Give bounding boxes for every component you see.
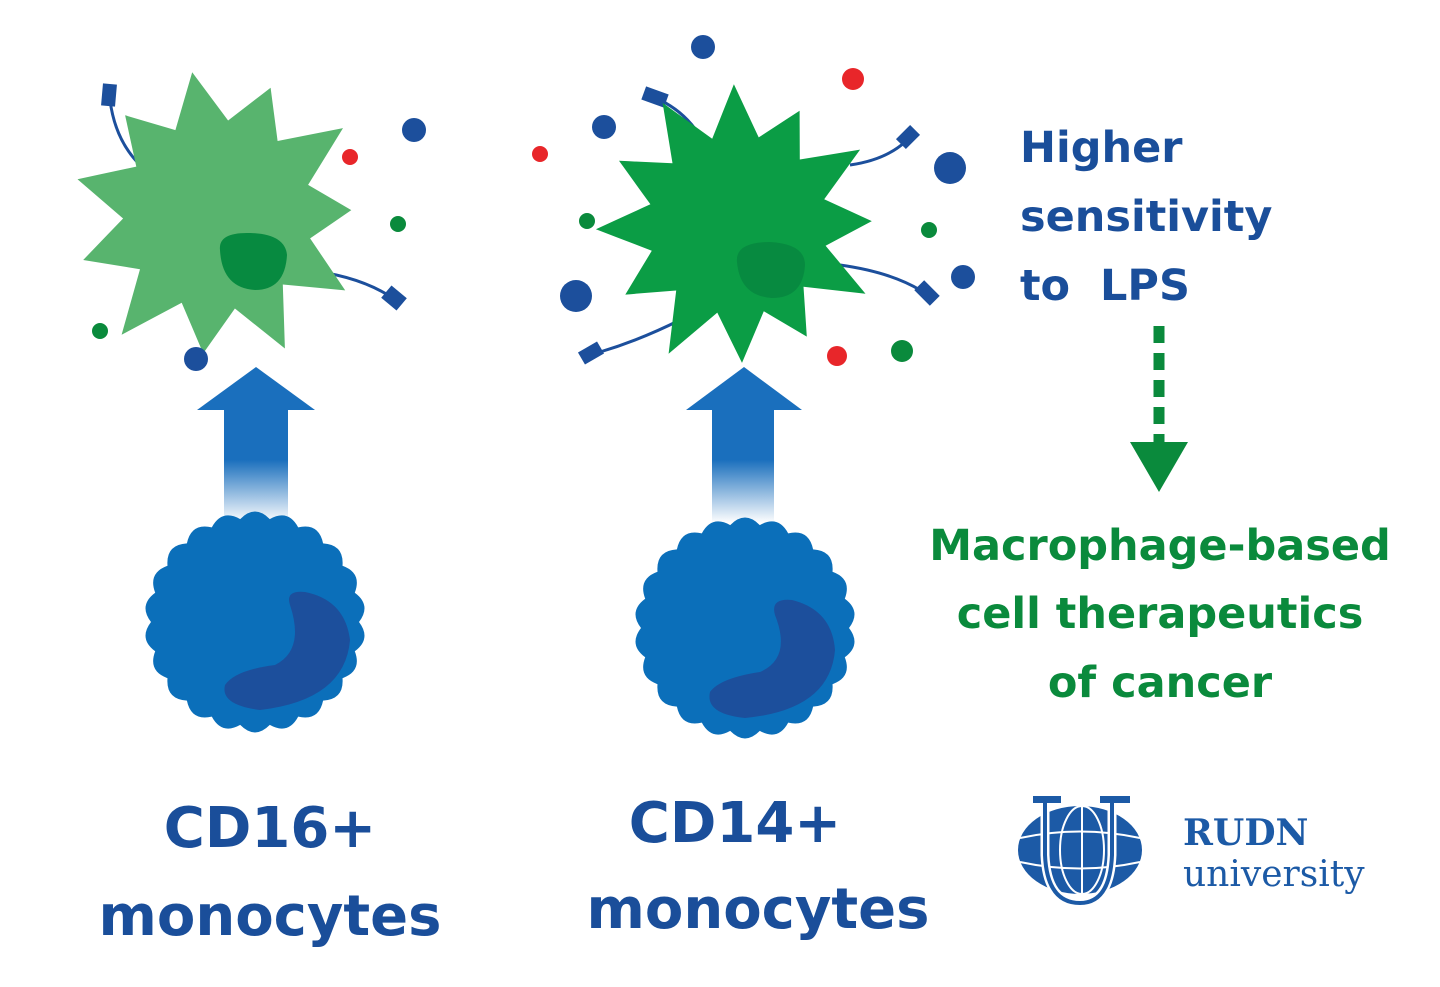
macrophage-cd16-derived xyxy=(77,72,352,354)
cytokine-particle xyxy=(951,265,975,289)
cytokine-particle xyxy=(691,35,715,59)
cytokine-particle xyxy=(342,149,358,165)
macrophage-nucleus xyxy=(219,232,287,290)
differentiation-arrow-right xyxy=(686,367,802,523)
outcome-line: Macrophage-based xyxy=(929,521,1391,571)
monocyte-nucleus xyxy=(709,599,835,718)
cytokine-particle xyxy=(934,152,966,184)
cytokine-particle xyxy=(184,347,208,371)
cytokine-particle xyxy=(402,118,426,142)
receptor-right-4 xyxy=(577,318,681,365)
logo-university-text: university xyxy=(1183,854,1365,895)
sensitivity-line: to LPS xyxy=(1020,261,1190,311)
sensitivity-line: Higher xyxy=(1020,123,1183,173)
sensitivity-text: Higher sensitivity to LPS xyxy=(1020,123,1272,311)
cytokine-particle xyxy=(921,222,937,238)
receptor-right-3 xyxy=(839,263,940,306)
cd14-group: CD14+ monocytes xyxy=(532,35,975,942)
macrophage-cd14-derived xyxy=(595,84,872,363)
logo-rudn-text: RUDN xyxy=(1183,812,1308,854)
cytokine-particle xyxy=(842,68,864,90)
cytokine-particle xyxy=(827,346,847,366)
cytokine-particle xyxy=(92,323,108,339)
cd16-monocytes-label: monocytes xyxy=(99,884,442,949)
differentiation-arrow-left xyxy=(197,367,315,523)
rudn-logo: RUDN university xyxy=(1018,796,1365,908)
dashed-arrow-down xyxy=(1130,326,1188,492)
cd16-group: CD16+ monocytes xyxy=(77,72,442,949)
cytokine-particle xyxy=(891,340,913,362)
cytokine-particle xyxy=(532,146,548,162)
cd14-monocytes-label: monocytes xyxy=(587,877,930,942)
rudn-emblem-icon xyxy=(1018,796,1142,908)
receptor-right-2 xyxy=(849,124,921,167)
sensitivity-line: sensitivity xyxy=(1020,192,1272,242)
cd16-label: CD16+ xyxy=(164,796,376,861)
outcome-line: of cancer xyxy=(1048,658,1273,708)
cytokine-particle xyxy=(390,216,406,232)
outcome-text: Macrophage-based cell therapeutics of ca… xyxy=(929,521,1391,708)
cd14-label: CD14+ xyxy=(629,791,841,856)
cytokine-particle xyxy=(560,280,592,312)
macrophage-nucleus xyxy=(736,242,805,298)
monocyte-nucleus xyxy=(224,591,350,710)
outcome-line: cell therapeutics xyxy=(957,589,1364,639)
cytokine-particle xyxy=(592,115,616,139)
cytokine-particle xyxy=(579,213,595,229)
